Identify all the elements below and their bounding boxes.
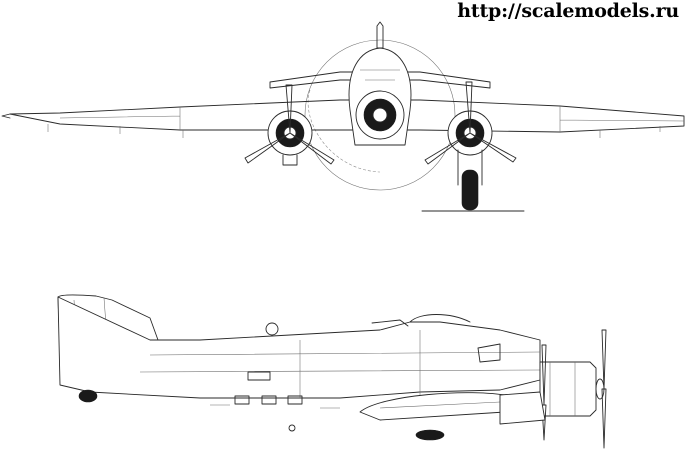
wing-propeller xyxy=(541,344,547,441)
underside-antenna xyxy=(288,424,296,432)
window-1 xyxy=(234,395,250,405)
dorsal-gun xyxy=(371,319,409,327)
left-nacelle xyxy=(282,154,298,166)
side-view-drawing xyxy=(57,294,607,449)
propeller-arc xyxy=(307,89,381,173)
dorsal-dome xyxy=(265,322,279,336)
front-view-drawing xyxy=(1,21,685,212)
nose-cowl-lines xyxy=(549,362,576,416)
window-2 xyxy=(261,395,277,405)
left-propeller xyxy=(244,84,335,165)
fin-top xyxy=(376,21,384,49)
wing-nacelle xyxy=(499,391,546,425)
center-spinner xyxy=(372,107,388,123)
right-wheel xyxy=(461,169,479,211)
wing-panel-lines xyxy=(59,106,685,132)
gondola-line xyxy=(379,401,501,409)
ventral-gondola xyxy=(359,392,511,421)
fuselage-panel-lines xyxy=(139,330,541,398)
cockpit-window xyxy=(477,343,501,363)
underside-details xyxy=(210,404,340,409)
tail-wheel xyxy=(78,389,98,403)
wingtip xyxy=(1,113,11,119)
cockpit-frame xyxy=(360,69,400,81)
watermark-url: http://scalemodels.ru xyxy=(457,0,679,22)
canopy xyxy=(409,314,471,323)
window-3 xyxy=(287,395,303,405)
right-propeller xyxy=(424,81,517,165)
main-wheel xyxy=(415,429,445,441)
nose-engine-cowling xyxy=(539,361,597,417)
fuselage-side xyxy=(57,296,541,399)
wing-leading-edge xyxy=(9,99,685,133)
nose-propeller xyxy=(601,329,607,449)
right-gear-struts xyxy=(457,149,483,186)
wing-fittings xyxy=(47,124,661,138)
side-hatch xyxy=(247,371,271,381)
propeller-disc xyxy=(304,39,456,191)
